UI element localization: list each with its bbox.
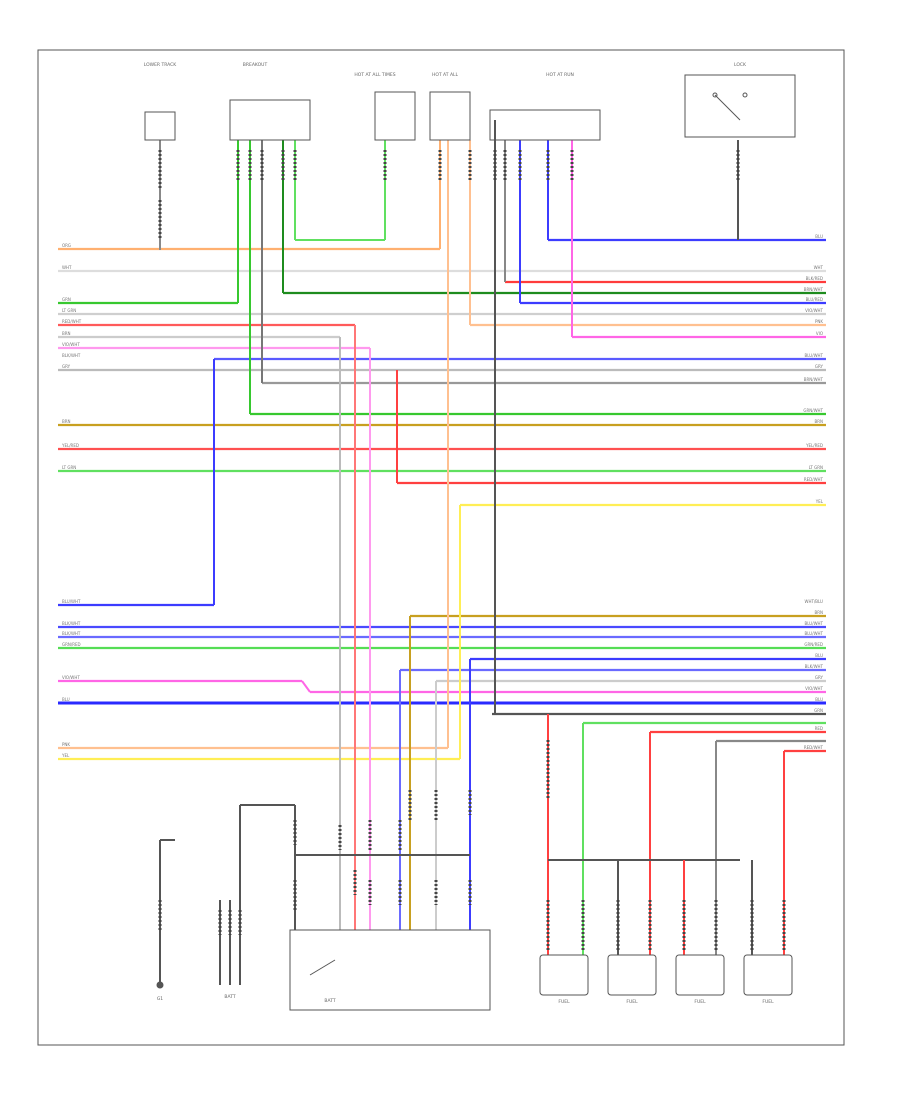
fuel-unit-1 bbox=[539, 954, 589, 996]
right-wire-label: BLU/RED bbox=[806, 297, 823, 302]
left-wire-label: PNK bbox=[62, 742, 70, 747]
left-wire-label: VIO/WHT bbox=[62, 342, 80, 347]
switch-contact-2 bbox=[742, 92, 748, 98]
right-wire-label: BRN/WHT bbox=[804, 377, 824, 382]
right-wire-label: BLU bbox=[815, 653, 823, 658]
right-wire-label: BLU/WHT bbox=[805, 353, 824, 358]
right-wire-label: BLK/WHT bbox=[805, 664, 824, 669]
bus-wires bbox=[58, 238, 826, 761]
component-label-comp-top2: BREAKOUT bbox=[243, 62, 268, 68]
right-wire-label: GRY bbox=[815, 675, 824, 680]
right-wire-label: WHT/BLU bbox=[805, 599, 824, 604]
right-wire-label: RED bbox=[815, 726, 823, 731]
left-wire-label: GRN bbox=[62, 297, 71, 302]
left-wire-label: WHT bbox=[62, 265, 72, 270]
left-wire-label: BLK/WHT bbox=[62, 631, 81, 636]
component-box-3 bbox=[374, 91, 416, 141]
right-wire-label: BRN/WHT bbox=[804, 287, 824, 292]
left-wire-label: RED/WHT bbox=[62, 319, 82, 324]
component-label-comp-fuel4: FUEL bbox=[762, 999, 774, 1005]
left-wire-labels: ORG WHT GRN LT GRN RED/WHT BRN VIO/WHT BLK/WHT G… bbox=[61, 243, 82, 758]
right-wire-label: YEL bbox=[815, 499, 824, 504]
right-wire-label: GRN/WHT bbox=[803, 408, 823, 413]
component-box-1 bbox=[144, 111, 176, 141]
component-label-comp-fuel3: FUEL bbox=[694, 999, 706, 1005]
right-wire-label: VIO/WHT bbox=[805, 686, 823, 691]
module-switch bbox=[309, 959, 336, 976]
right-wire-label: BLU/WHT bbox=[805, 631, 824, 636]
component-label-comp-top5: HOT AT RUN bbox=[546, 72, 574, 78]
component-label-comp-top1: LOWER TRACK bbox=[144, 62, 178, 68]
component-label-comp-ground: G1 bbox=[157, 996, 163, 1002]
right-wire-label: LT GRN bbox=[809, 465, 823, 470]
wire-h-mid1 bbox=[301, 680, 311, 693]
left-wire-label: BRN bbox=[62, 331, 71, 336]
right-wire-label: BLK/RED bbox=[806, 276, 823, 281]
left-wire-label: LT GRN bbox=[62, 465, 76, 470]
left-wire-label: VIO/WHT bbox=[62, 675, 80, 680]
component-label-comp-fuel1: FUEL bbox=[558, 999, 570, 1005]
left-wire-label: BRN bbox=[62, 419, 71, 424]
bottom-module bbox=[289, 929, 491, 1011]
component-box-2 bbox=[229, 99, 311, 141]
component-label-comp-top4: HOT AT ALL bbox=[432, 72, 459, 78]
right-wire-label: GRN/RED bbox=[804, 642, 823, 647]
left-wire-label: BLU/WHT bbox=[62, 599, 81, 604]
connector-marks bbox=[158, 150, 786, 950]
right-wire-label: GRY bbox=[815, 364, 824, 369]
switch-contact-1 bbox=[712, 92, 718, 98]
right-wire-label: BLU/WHT bbox=[805, 621, 824, 626]
left-wire-label: YEL/RED bbox=[61, 443, 79, 448]
bottom-components bbox=[156, 929, 793, 1011]
left-wire-label: BLK/WHT bbox=[62, 353, 81, 358]
fuel-unit-3 bbox=[675, 954, 725, 996]
left-wire-label: BLU bbox=[62, 697, 70, 702]
component-label-comp-top3: HOT AT ALL TIMES bbox=[354, 72, 395, 78]
fuel-unit-2 bbox=[607, 954, 657, 996]
component-box-5 bbox=[489, 109, 601, 141]
switch-arm bbox=[714, 94, 741, 121]
component-label-comp-fuel2: FUEL bbox=[626, 999, 638, 1005]
right-wire-labels: BLU WHT BLK/RED BRN/WHT BLU/RED VIO/WHT PNK VIO… bbox=[803, 234, 823, 750]
left-wire-label: BLK/WHT bbox=[62, 621, 81, 626]
right-wire-label: YEL/RED bbox=[805, 443, 823, 448]
right-wire-label: VIO/WHT bbox=[805, 308, 823, 313]
right-wire-label: RED/WHT bbox=[804, 745, 824, 750]
right-wire-label: GRN bbox=[814, 708, 823, 713]
component-labels: LOWER TRACK BREAKOUT HOT AT ALL TIMES HOT A… bbox=[144, 62, 774, 1005]
component-box-4 bbox=[429, 91, 471, 141]
right-wire-label: RED/WHT bbox=[804, 477, 824, 482]
ground-symbol bbox=[156, 981, 164, 989]
component-box-switch bbox=[684, 74, 796, 138]
top-components bbox=[144, 74, 796, 141]
component-label-comp-bottom1: BATT bbox=[224, 994, 235, 1000]
right-wire-label: BRN bbox=[814, 419, 823, 424]
right-wire-label: VIO bbox=[816, 331, 823, 336]
right-wire-label: BRN bbox=[814, 610, 823, 615]
right-wire-label: PNK bbox=[815, 319, 823, 324]
left-wire-label: GRY bbox=[62, 364, 71, 369]
right-wire-label: BLU bbox=[815, 697, 823, 702]
left-wire-label: GRN/RED bbox=[62, 642, 81, 647]
diagram-frame bbox=[37, 49, 845, 1046]
left-wire-label: LT GRN bbox=[62, 308, 76, 313]
left-wire-label: ORG bbox=[62, 243, 71, 248]
component-label-comp-switch: LOCK bbox=[734, 62, 747, 68]
left-wire-label: YEL bbox=[61, 753, 70, 758]
fuel-unit-4 bbox=[743, 954, 793, 996]
right-wire-label: WHT bbox=[814, 265, 824, 270]
component-label-comp-bottom2: BATT bbox=[324, 998, 335, 1004]
right-wire-label: BLU bbox=[815, 234, 823, 239]
